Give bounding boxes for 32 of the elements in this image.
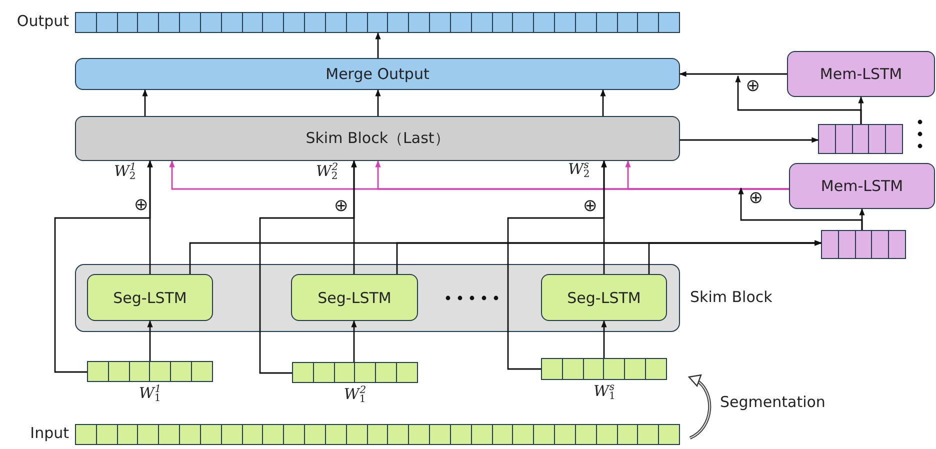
arrow [735, 75, 862, 124]
arrow [738, 187, 863, 230]
seg-lstm-box: Seg-LSTM [87, 274, 213, 321]
merge-box: Merge Output [75, 58, 680, 90]
arrow [259, 160, 357, 374]
arrow [54, 160, 153, 373]
text-label: Skim Block [690, 288, 772, 306]
seg-lstm-box: Seg-LSTM [291, 274, 418, 321]
text-label: Output [16, 12, 69, 30]
arrow [351, 320, 357, 362]
text-label: Segmentation [720, 393, 826, 411]
arrow [600, 89, 606, 116]
arrow [625, 160, 789, 190]
plus-symbol: ⊕ [746, 76, 760, 96]
plus-symbol: ⊕ [748, 188, 763, 208]
arrow [601, 320, 607, 358]
skim-block-box: Skim Block（Last） [75, 116, 680, 161]
plus-symbol: ⊕ [334, 196, 348, 216]
arrow [648, 240, 822, 274]
plus-symbol: ⊕ [134, 195, 148, 215]
text-label: Input [30, 424, 69, 442]
arrow [680, 137, 819, 143]
mem-lstm-box: Mem-LSTM [789, 163, 935, 209]
seg-lstm-box: Seg-LSTM [541, 274, 667, 321]
plus-symbol: ⊕ [583, 196, 598, 216]
arrow [375, 32, 381, 58]
arrow [507, 160, 607, 370]
arrow [375, 89, 381, 116]
arrow [142, 89, 148, 116]
arrow [679, 71, 787, 77]
mem-lstm-box: Mem-LSTM [787, 51, 935, 97]
arrow [147, 320, 153, 361]
